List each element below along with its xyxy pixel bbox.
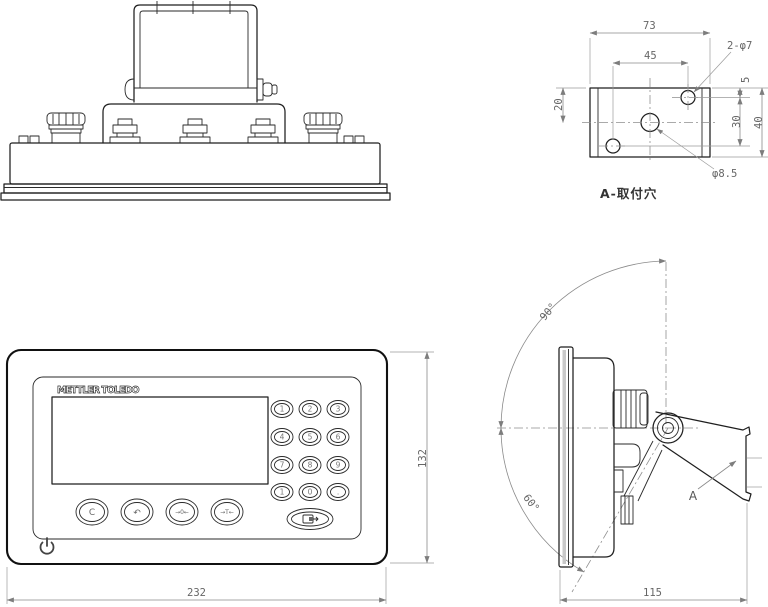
- dim-40: 40: [753, 116, 765, 129]
- bracket-foot: [620, 495, 634, 525]
- zero-key: →0←: [165, 498, 199, 526]
- power-icon: [39, 537, 55, 555]
- cable-gland-small: [247, 118, 279, 144]
- rear-cable-gland: [612, 389, 649, 429]
- dim-115: 115: [643, 587, 662, 599]
- recall-key: ↶: [120, 498, 154, 526]
- bezel-profile: [558, 346, 574, 568]
- key-1: 1: [280, 405, 285, 414]
- key-8: 8: [308, 461, 313, 470]
- front-view: METTLER TOLEDO 1 2 3 4 5 6 7 8 9 1 0 .: [5, 348, 434, 604]
- rear-lug: [614, 443, 641, 468]
- tare-icon: →T←: [220, 509, 234, 516]
- section-label: A: [689, 489, 698, 503]
- nut: [354, 135, 365, 144]
- clear-key: C: [75, 498, 109, 526]
- front-panel: [32, 376, 362, 540]
- recall-arrow-icon: ↶: [133, 509, 141, 519]
- print-icon: [302, 514, 319, 524]
- dim-30: 30: [731, 115, 743, 128]
- cable-gland-small: [179, 118, 211, 144]
- hinge-boss: [652, 412, 684, 444]
- enclosure-front: [5, 348, 389, 566]
- detail-caption: A-取付穴: [600, 186, 657, 201]
- bracket-ear-left: [124, 78, 135, 101]
- key-2: 2: [308, 405, 313, 414]
- flange: [3, 183, 388, 194]
- bracket-ear-right: [256, 78, 264, 101]
- key-9: 9: [336, 461, 341, 470]
- dim-45: 45: [644, 50, 657, 62]
- zero-icon: →0←: [175, 509, 189, 516]
- arc-60: [498, 427, 585, 573]
- hinge-knob: [262, 82, 273, 97]
- nut: [18, 135, 29, 144]
- key-4: 4: [280, 433, 285, 442]
- key-extra: 1: [280, 488, 285, 497]
- rear-block: [613, 469, 624, 493]
- side-view: 90° 60°: [497, 258, 762, 604]
- key-0: 0: [308, 488, 313, 497]
- key-6: 6: [336, 433, 341, 442]
- bezel-seal: [562, 350, 566, 564]
- label-2-phi7: 2-φ7: [727, 40, 752, 52]
- terminal-housing: [102, 103, 286, 144]
- tare-key: →T←: [210, 498, 244, 526]
- display: [51, 396, 269, 485]
- key-decimal: .: [337, 488, 339, 497]
- svg-text:C: C: [89, 508, 95, 518]
- housing-profile: [572, 357, 615, 558]
- arc-90: [498, 258, 667, 429]
- mounting-hole-detail: 73 45 20 5 30 40 2-φ7 φ8.5 A-取付穴: [553, 20, 768, 201]
- numeric-keypad: 1 2 3 4 5 6 7 8 9 1 0 .: [270, 400, 350, 501]
- bracket-arm: [655, 411, 752, 502]
- dim-5: 5: [740, 77, 752, 83]
- key-7: 7: [280, 461, 285, 470]
- brand-logo: METTLER TOLEDO: [57, 385, 140, 396]
- nut: [29, 135, 40, 144]
- base-rim: [0, 192, 391, 201]
- section-arrow: [697, 460, 737, 490]
- bracket-outline: [133, 4, 258, 103]
- nut: [343, 135, 354, 144]
- bracket-inner-wall: [139, 10, 249, 88]
- cable-gland-large: [46, 112, 86, 144]
- cable-gland-large: [303, 112, 343, 144]
- dim-232: 232: [187, 587, 206, 599]
- print-key: [286, 508, 334, 530]
- label-phi8-5: φ8.5: [712, 168, 737, 180]
- dim-20: 20: [553, 98, 565, 111]
- key-3: 3: [336, 405, 341, 414]
- dim-132: 132: [417, 449, 429, 468]
- key-5: 5: [308, 433, 313, 442]
- body-top: [9, 142, 381, 185]
- top-view: [0, 1, 391, 201]
- cable-gland-small: [109, 118, 141, 144]
- dim-73: 73: [643, 20, 656, 32]
